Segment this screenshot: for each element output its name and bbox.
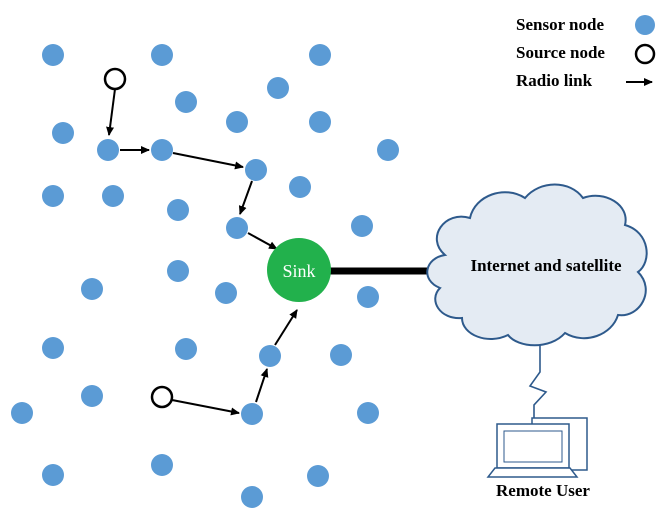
sensor-node <box>42 44 64 66</box>
cloud-label: Internet and satellite <box>470 256 622 275</box>
radio-link-arrow <box>238 180 253 215</box>
sensor-node <box>241 403 263 425</box>
sensor-node <box>267 77 289 99</box>
upper-route <box>97 67 278 250</box>
legend-link-label: Radio link <box>516 71 593 90</box>
sensor-node <box>167 260 189 282</box>
sensor-node <box>259 345 281 367</box>
wireless-signal-icon <box>528 345 548 428</box>
sensor-node <box>151 44 173 66</box>
sensor-node <box>289 176 311 198</box>
sensor-node <box>377 139 399 161</box>
sensor-node <box>175 338 197 360</box>
sensor-field <box>11 44 399 508</box>
legend-sensor-label: Sensor node <box>516 15 604 34</box>
sensor-node <box>309 44 331 66</box>
computer-screen <box>503 430 563 463</box>
source-node <box>150 385 174 409</box>
sensor-node <box>42 185 64 207</box>
sensor-node <box>167 199 189 221</box>
sensor-node <box>151 454 173 476</box>
sensor-node <box>215 282 237 304</box>
radio-link-arrow <box>274 309 298 346</box>
sensor-node <box>351 215 373 237</box>
legend: Sensor node Source node Radio link <box>516 15 656 90</box>
computer-keyboard <box>486 467 579 478</box>
sensor-node <box>81 278 103 300</box>
lower-route <box>150 309 298 425</box>
radio-link-arrow <box>255 368 269 403</box>
sensor-node <box>151 139 173 161</box>
radio-link-arrow <box>172 152 244 170</box>
sensor-node <box>52 122 74 144</box>
cloud: Internet and satellite <box>426 183 648 347</box>
remote-user-label: Remote User <box>496 481 590 500</box>
sensor-node <box>97 139 119 161</box>
sensor-node <box>42 464 64 486</box>
legend-source-label: Source node <box>516 43 605 62</box>
sensor-node <box>226 217 248 239</box>
sensor-node <box>357 286 379 308</box>
sensor-node <box>226 111 248 133</box>
sink-label: Sink <box>282 261 315 281</box>
sensor-node <box>307 465 329 487</box>
sensor-node <box>11 402 33 424</box>
source-node-icon <box>634 43 656 65</box>
sensor-node <box>330 344 352 366</box>
sensor-node <box>245 159 267 181</box>
sensor-node-icon <box>635 15 655 35</box>
sensor-node <box>175 91 197 113</box>
sensor-node <box>241 486 263 508</box>
computer-icon <box>486 417 588 478</box>
sensor-node <box>309 111 331 133</box>
radio-link-arrow <box>106 88 116 136</box>
radio-link-arrow <box>171 399 240 416</box>
sink-circle <box>267 238 331 302</box>
sensor-node <box>81 385 103 407</box>
radio-link-arrow <box>247 232 278 250</box>
sink-node: Sink <box>267 238 331 302</box>
sensor-node <box>102 185 124 207</box>
sensor-node <box>42 337 64 359</box>
sensor-node <box>357 402 379 424</box>
cloud-icon <box>426 183 648 347</box>
source-node <box>103 67 127 91</box>
